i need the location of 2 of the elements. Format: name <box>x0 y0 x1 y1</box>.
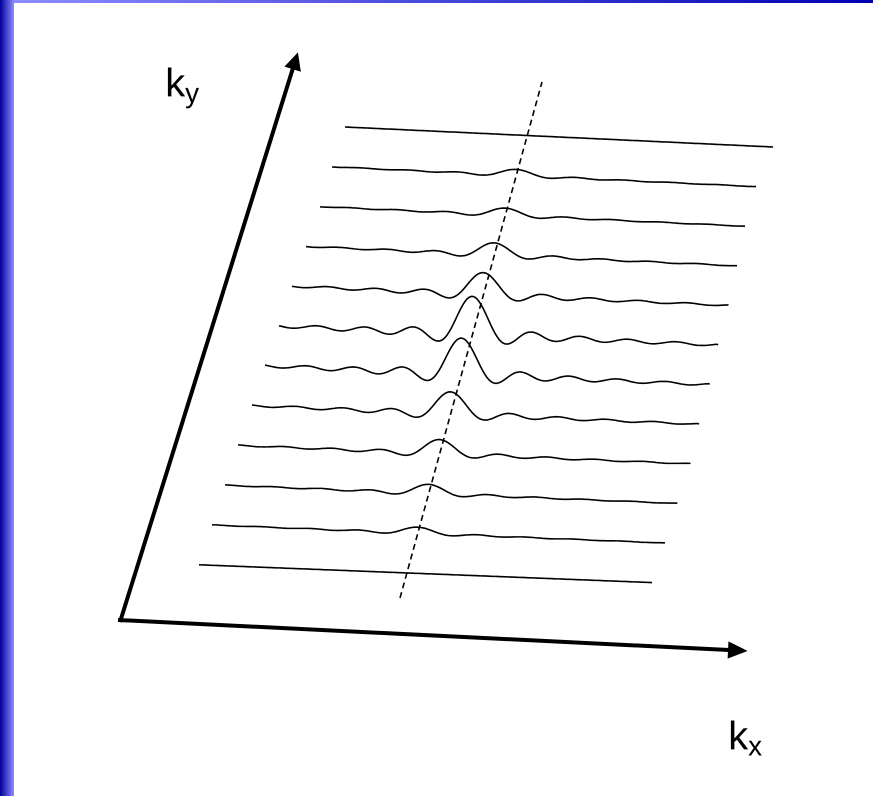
axis-label: k$_{y}$ <box>168 68 200 108</box>
axis-label: k$_{x}$ <box>730 720 762 756</box>
